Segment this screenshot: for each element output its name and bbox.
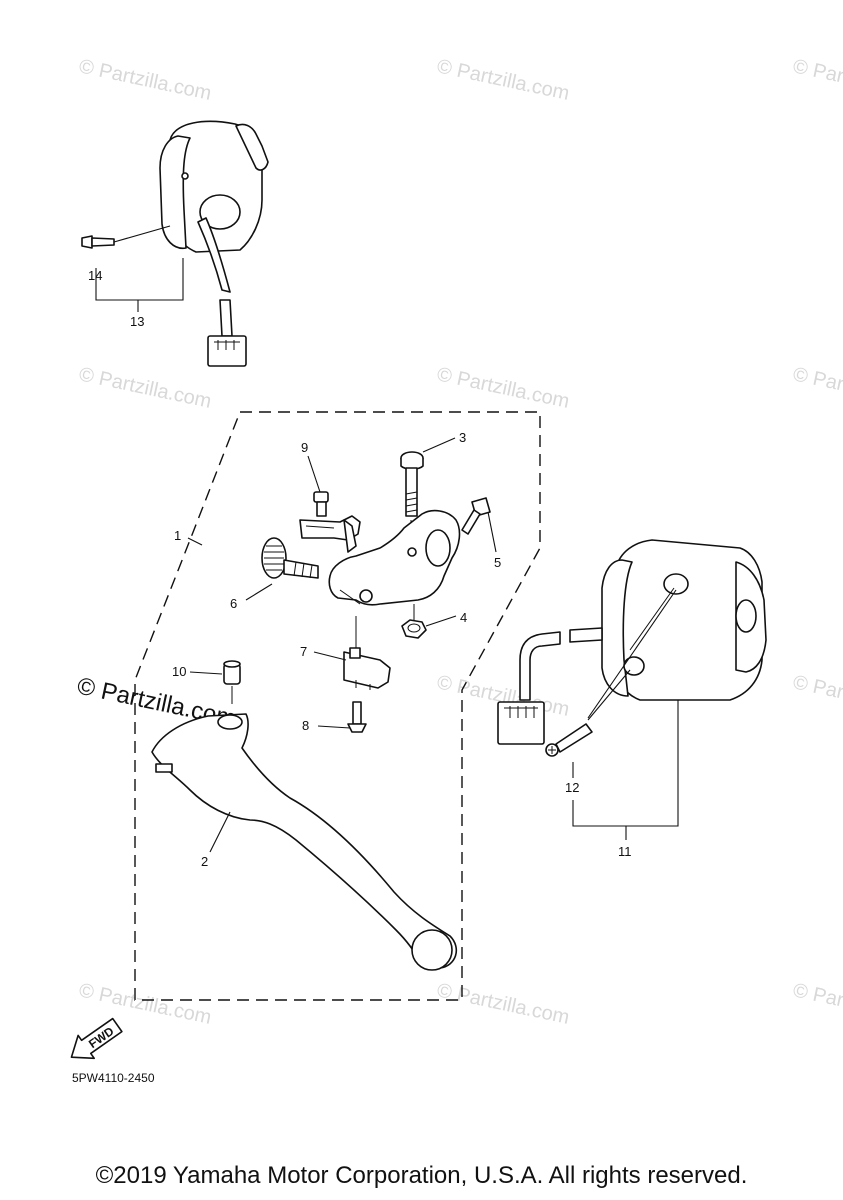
callout-11: 11 [618, 844, 632, 859]
lever-holder [328, 509, 461, 606]
watermark: © Partzilla.com [435, 979, 571, 1029]
callout-1: 1 [174, 528, 181, 543]
watermark: © Partzilla.com [435, 55, 571, 105]
nut-4 [401, 604, 457, 639]
assembly-1-outline [134, 411, 541, 1001]
leaders-13-14 [95, 258, 184, 312]
callout-14: 14 [88, 268, 102, 283]
collar-10 [189, 660, 241, 704]
watermark: © Partzilla.com [77, 363, 213, 413]
bolt-3 [400, 437, 456, 540]
adjuster-6 [245, 537, 319, 601]
right-handlebar-switch [497, 539, 767, 757]
leader-1 [187, 537, 203, 546]
callout-10: 10 [172, 664, 186, 679]
left-handlebar-switch [81, 120, 269, 367]
watermark: © Partzilla.com [77, 979, 213, 1029]
callout-8: 8 [302, 718, 309, 733]
callout-2: 2 [201, 854, 208, 869]
callout-5: 5 [494, 555, 501, 570]
bracket [299, 515, 361, 553]
callout-4: 4 [460, 610, 467, 625]
screw-5 [461, 497, 497, 553]
watermark: © Partzilla.com [791, 55, 843, 105]
copyright-notice: ©2019 Yamaha Motor Corporation, U.S.A. A… [95, 1162, 748, 1189]
callout-3: 3 [459, 430, 466, 445]
callout-7: 7 [300, 644, 307, 659]
switch-7 [313, 616, 391, 690]
watermark: © Partzilla.com [435, 363, 571, 413]
screw-9 [307, 455, 329, 517]
callout-12: 12 [565, 780, 579, 795]
fwd-arrow-icon: FWD [70, 1017, 123, 1060]
watermark: © Partzilla.com [77, 55, 213, 105]
leaders-11-12 [572, 700, 679, 840]
lever-2 [151, 713, 458, 971]
callout-13: 13 [130, 314, 144, 329]
watermark: © Partzilla.com [791, 671, 843, 721]
watermark: © Partzilla.com [791, 979, 843, 1029]
screw-8 [317, 701, 367, 733]
callout-6: 6 [230, 596, 237, 611]
diagram-code: 5PW4110-2450 [72, 1071, 155, 1085]
callout-labels: 1 2 3 4 5 6 7 8 9 10 11 12 13 14 [88, 268, 632, 869]
callout-9: 9 [301, 440, 308, 455]
watermark: © Partzilla.com [791, 363, 843, 413]
